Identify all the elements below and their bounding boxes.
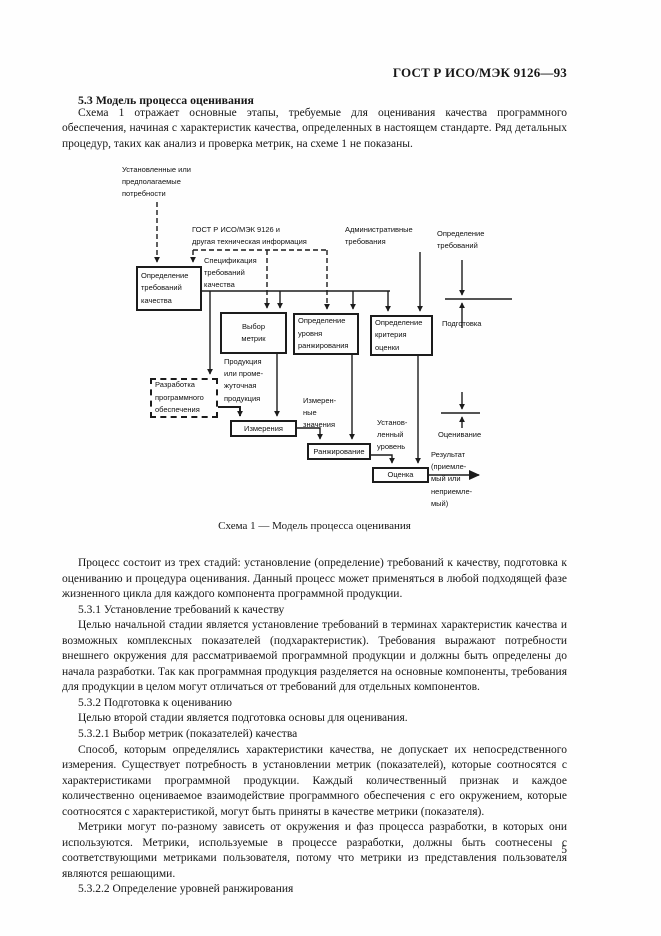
- label-result: Результат (приемле- мый или неприемле- м…: [431, 450, 473, 508]
- label-measured-values: Измерен- ные значения: [303, 396, 337, 430]
- label-established-needs: Установленные или предполагаемые потребн…: [122, 165, 191, 199]
- phase-divider-lines: [441, 260, 512, 428]
- evaluation-process-diagram: Определение требований качества Выбор ме…: [0, 160, 661, 520]
- label-spec-requirements: Спецификация требований качества: [204, 256, 257, 290]
- label-established-level: Установ- ленный уровень: [377, 418, 408, 452]
- box-metrics-selection: Выбор метрик: [220, 312, 287, 354]
- diagram-connectors: [154, 202, 512, 480]
- label-production: Продукция или проме- жуточная продукция: [224, 357, 264, 403]
- section-heading: 5.3 Модель процесса оценивания: [78, 93, 254, 107]
- body-paragraph: Целью второй стадии является подготовка …: [78, 712, 408, 725]
- body-paragraph: Метрики могут по-разному зависеть от окр…: [62, 821, 567, 880]
- box-software-development: Разработка программного обеспечения: [150, 378, 218, 418]
- subsection-heading-5-3-2-1: 5.3.2.1 Выбор метрик (показателей) качес…: [78, 728, 298, 741]
- body-paragraph: Способ, которым определялись характерист…: [62, 743, 567, 818]
- page-number: 5: [561, 844, 567, 856]
- subsection-heading-5-3-2: 5.3.2 Подготовка к оцениванию: [78, 696, 232, 709]
- dashed-flow-lines: [154, 202, 330, 310]
- body-text: Процесс состоит из трех стадий: установл…: [62, 556, 567, 898]
- box-ranking: Ранжирование: [307, 443, 371, 460]
- box-quality-requirements-definition: Определение требований качества: [136, 266, 202, 311]
- solid-flow-lines: [199, 252, 480, 480]
- subsection-heading-5-3-1: 5.3.1 Установление требований к качеству: [78, 603, 285, 616]
- label-gost-info: ГОСТ Р ИСО/МЭК 9126 и другая техническая…: [192, 225, 307, 247]
- diagram-caption: Схема 1 — Модель процесса оценивания: [218, 520, 411, 532]
- label-requirements-definition-stage: Определение требований: [437, 229, 485, 251]
- intro-paragraph: Схема 1 отражает основные этапы, требуем…: [62, 107, 567, 150]
- box-assessment: Оценка: [372, 467, 429, 483]
- body-paragraph: Процесс состоит из трех стадий: установл…: [62, 557, 567, 601]
- box-rank-level-definition: Определение уровня ранжирования: [293, 313, 359, 355]
- body-paragraph: Целью начальной стадии является установл…: [62, 619, 567, 694]
- box-assessment-criteria-definition: Определение критерия оценки: [370, 315, 433, 356]
- label-preparation-stage: Подготовка: [442, 319, 482, 328]
- label-evaluation-stage: Оценивание: [438, 430, 482, 439]
- box-measurement: Измерения: [230, 420, 297, 437]
- document-header: ГОСТ Р ИСО/МЭК 9126—93: [392, 65, 567, 80]
- label-admin-requirements: Административные требования: [345, 225, 413, 247]
- subsection-heading-5-3-2-2: 5.3.2.2 Определение уровней ранжирования: [78, 883, 294, 896]
